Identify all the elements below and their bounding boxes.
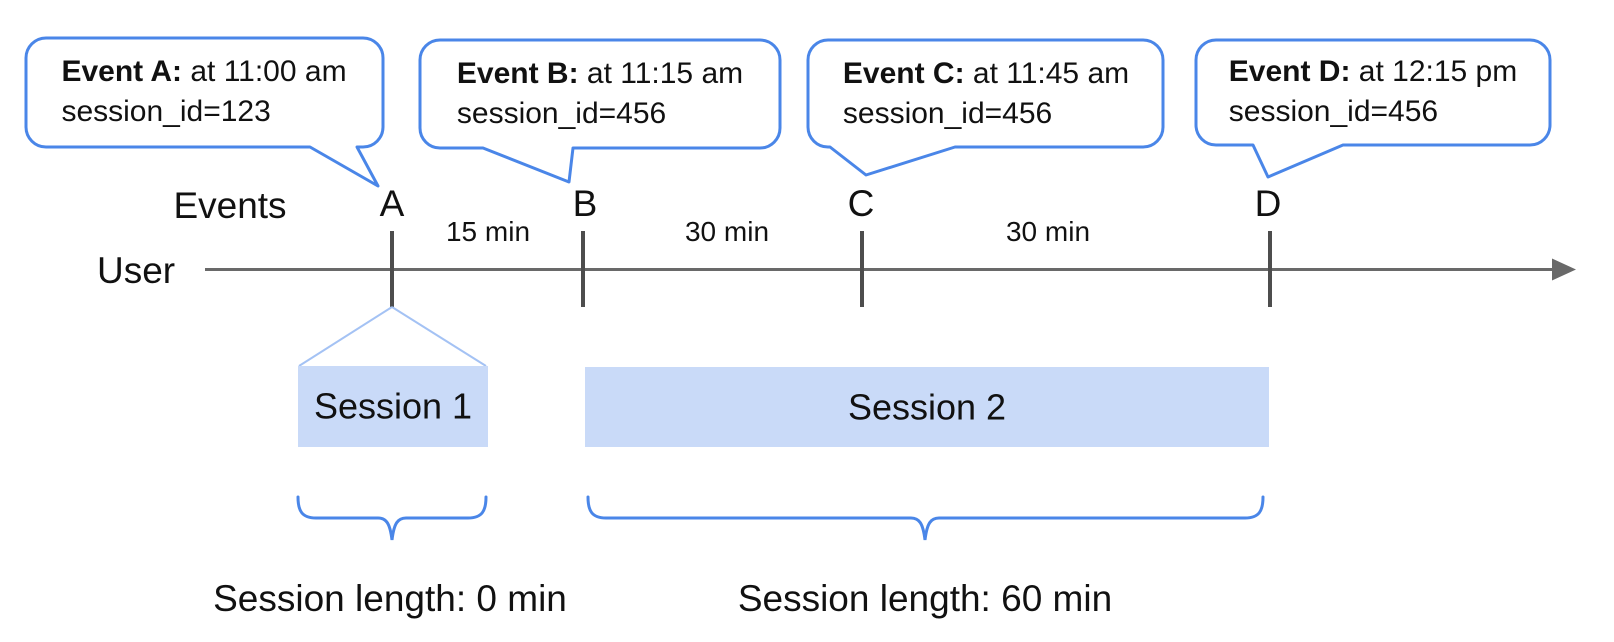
funnel-left-line <box>298 306 393 367</box>
user-label: User <box>97 250 176 291</box>
session-2-box <box>585 367 1269 447</box>
session-2-label: Session 2 <box>847 386 1007 428</box>
bubble-a-time: at 11:00 am <box>182 55 347 88</box>
event-mark-c: C <box>847 183 875 224</box>
funnel-right-line <box>391 306 487 367</box>
speech-bubble-d <box>1194 38 1552 179</box>
bubble-c-text: Event C: at 11:45 am session_id=456 <box>843 54 1129 134</box>
bubble-a-event: Event A: <box>61 55 183 88</box>
interval-b-c: 30 min <box>684 216 770 247</box>
bubble-a-session: session_id=123 <box>61 95 271 128</box>
events-label: Events <box>173 185 287 226</box>
event-mark-b: B <box>572 183 598 224</box>
bubble-d-session: session_id=456 <box>1228 95 1439 128</box>
speech-bubble-b <box>418 38 782 184</box>
bubble-c-event: Event C: <box>842 57 965 90</box>
interval-c-d: 30 min <box>1005 216 1091 247</box>
event-mark-a: A <box>379 183 405 224</box>
bubble-b-time: at 11:15 am <box>578 57 744 90</box>
session-2-brace-icon <box>586 495 1265 541</box>
bubble-d-text: Event D: at 12:15 pm session_id=456 <box>1229 52 1517 132</box>
event-mark-d: D <box>1254 183 1282 224</box>
bubble-c-session: session_id=456 <box>842 97 1053 130</box>
bubble-b-text: Event B: at 11:15 am session_id=456 <box>457 54 743 134</box>
session-1-length-label: Session length: 0 min <box>213 578 567 619</box>
bubble-b-session: session_id=456 <box>456 97 667 130</box>
bubble-b-event: Event B: <box>456 57 579 90</box>
bubble-a-text: Event A: at 11:00 am session_id=123 <box>61 52 346 132</box>
bubble-d-event: Event D: <box>1228 55 1351 88</box>
session-1-box <box>298 366 488 447</box>
bubble-d-time: at 12:15 pm <box>1350 55 1518 88</box>
session-1-label: Session 1 <box>313 385 473 427</box>
bubble-c-time: at 11:45 am <box>964 57 1130 90</box>
speech-bubble-a <box>24 36 385 188</box>
session-2-length-label: Session length: 60 min <box>737 578 1113 619</box>
speech-bubble-c <box>806 38 1165 177</box>
session-1-brace-icon <box>296 495 488 541</box>
interval-a-b: 15 min <box>445 216 531 247</box>
timeline-arrowhead-icon <box>1552 258 1576 281</box>
